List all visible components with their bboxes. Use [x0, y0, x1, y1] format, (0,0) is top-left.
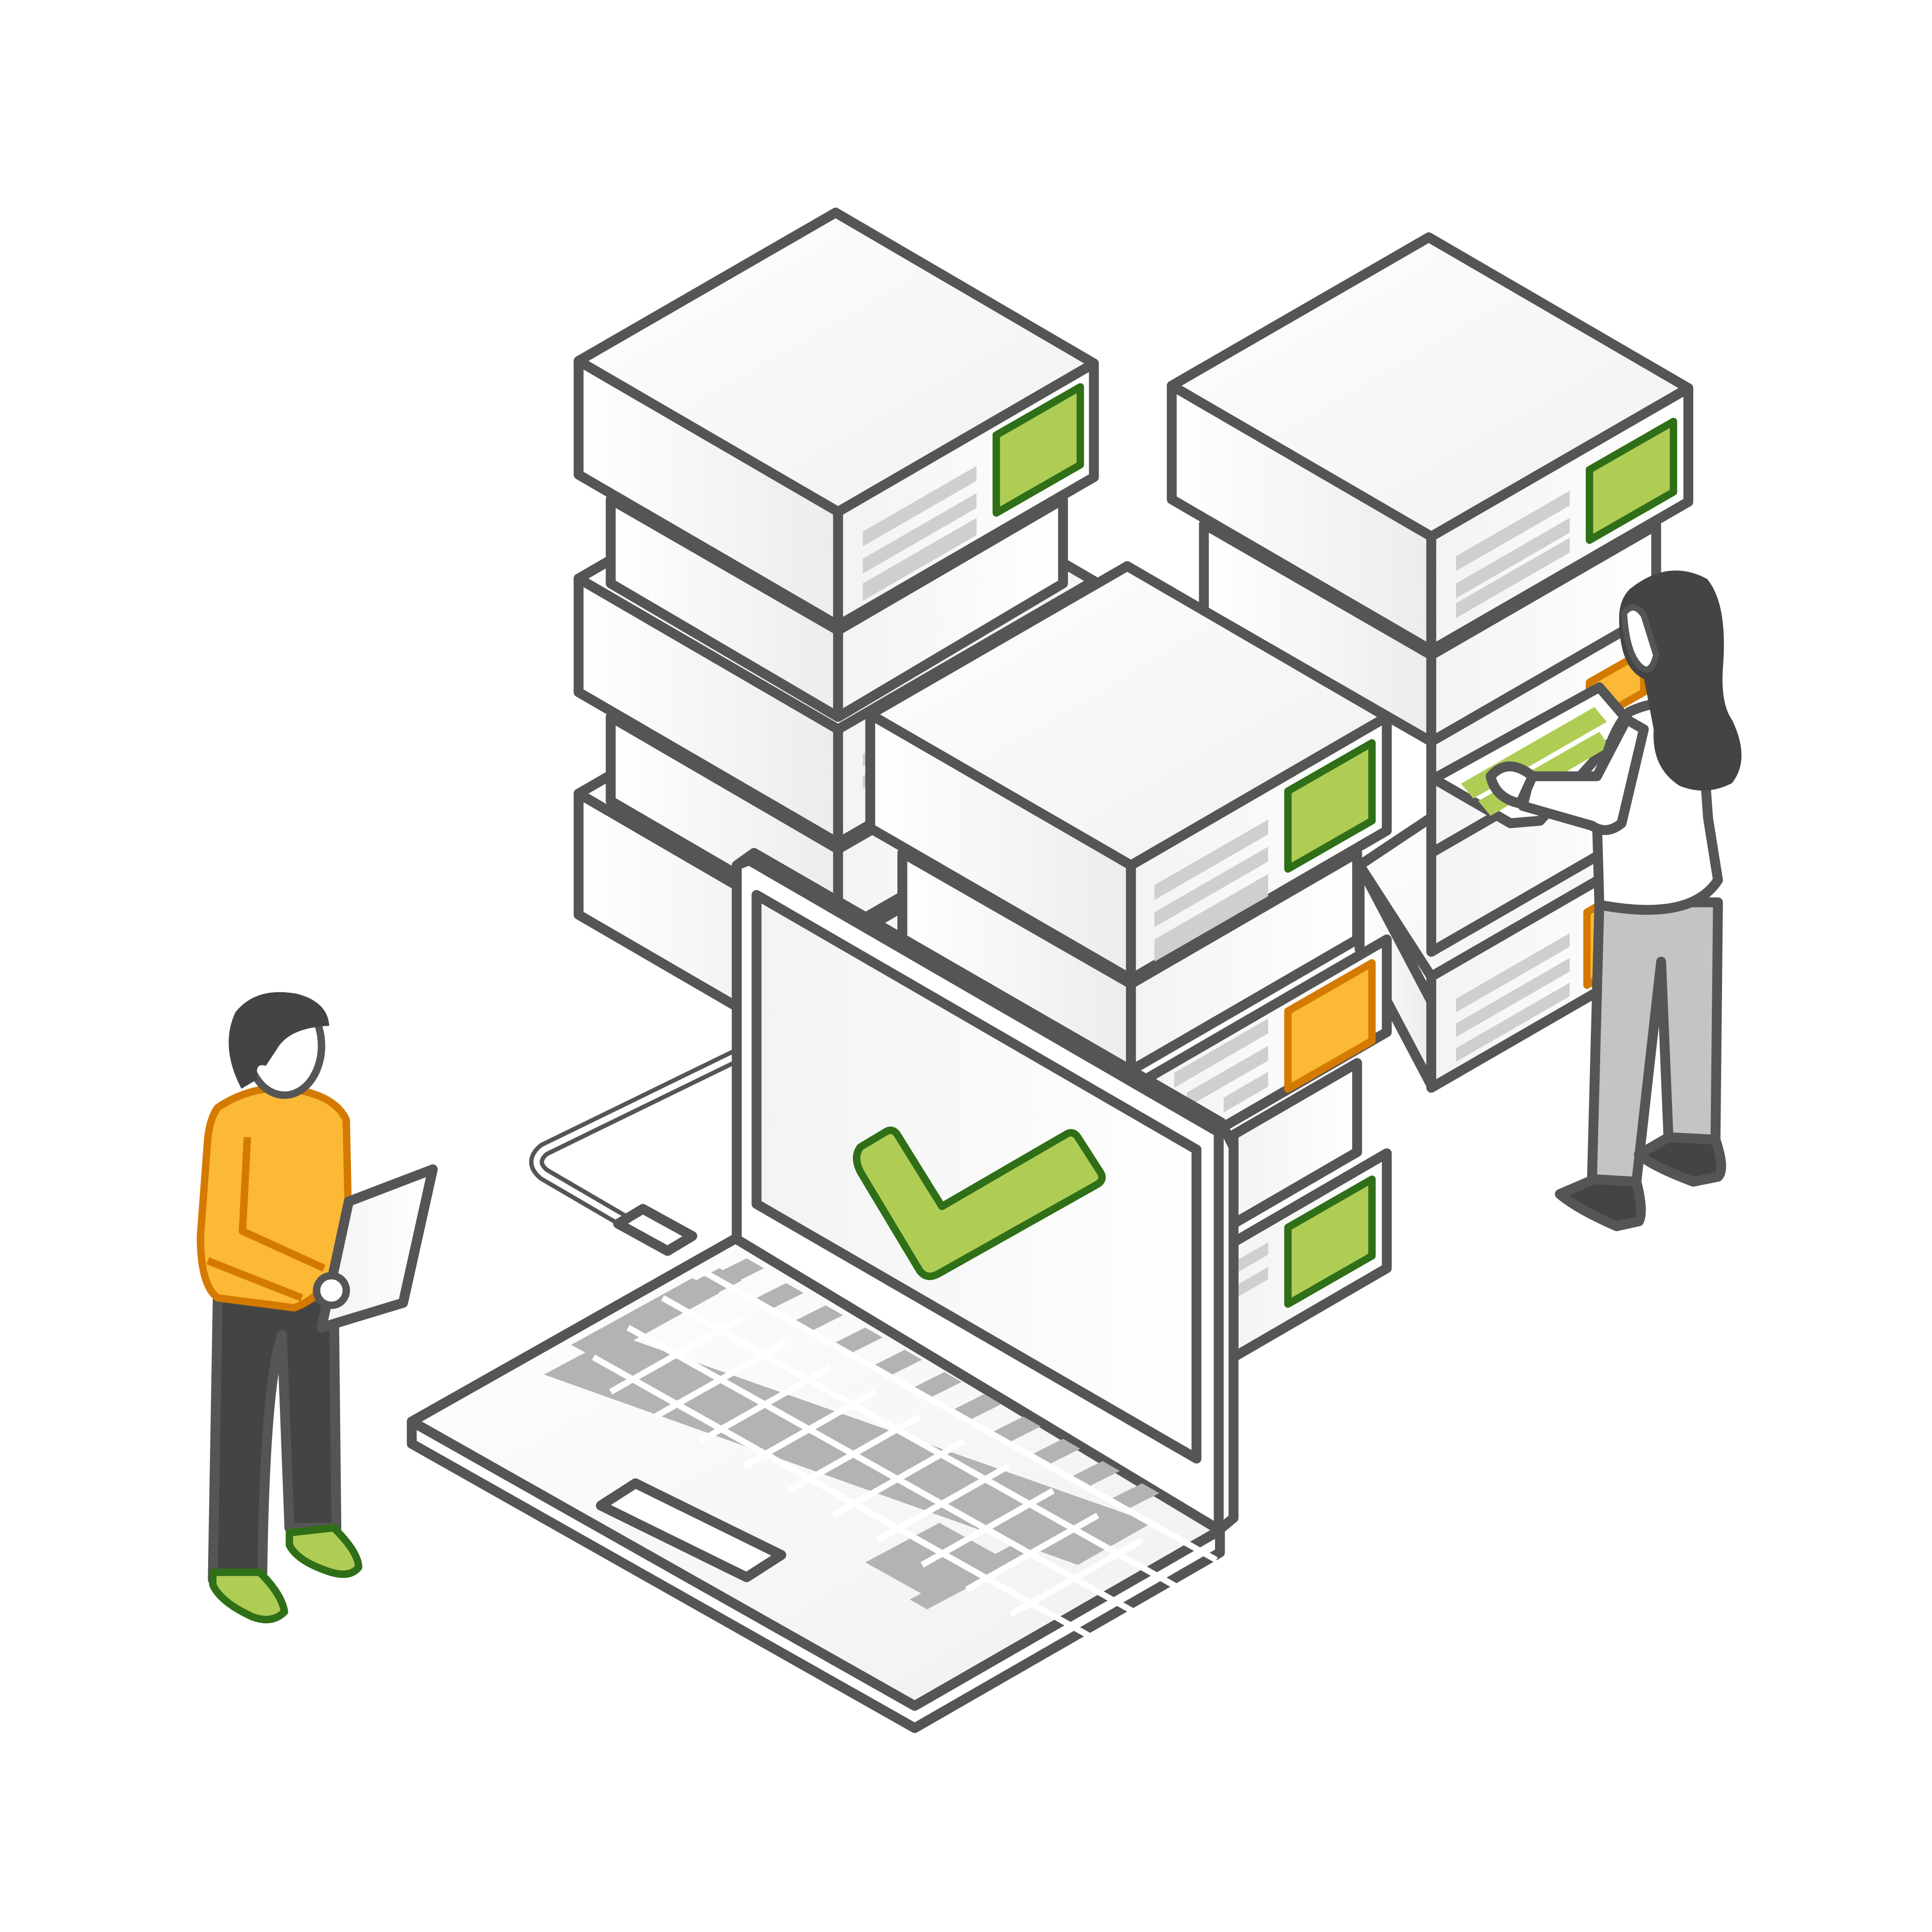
- server-unit-left-top: [573, 207, 1099, 631]
- vent-lines: [1154, 819, 1268, 962]
- server-unit-center-top: [865, 561, 1392, 984]
- vent-lines: [863, 466, 977, 601]
- server-unit-right-top: [1167, 232, 1693, 655]
- trackpad: [596, 1478, 787, 1582]
- woman-arm: [1518, 714, 1649, 835]
- network-cable: [529, 1046, 750, 1256]
- person-man: [197, 992, 438, 1624]
- laptop-base: [407, 1233, 1225, 1733]
- woman-hair: [1619, 570, 1741, 791]
- man-hair: [229, 992, 330, 1089]
- man-shoe-right: [286, 1524, 362, 1578]
- status-led-orange: [1284, 959, 1376, 1093]
- woman-shoe-left: [1555, 1174, 1646, 1231]
- cable-plug: [613, 1204, 698, 1256]
- status-led-green: [1284, 739, 1376, 873]
- man-pants: [208, 1293, 342, 1585]
- checkmark-icon: [853, 1126, 1106, 1280]
- status-led-green: [1586, 418, 1678, 544]
- vent-lines: [1456, 933, 1570, 1062]
- vent-lines: [1236, 1242, 1268, 1298]
- man-shoe-left: [209, 1569, 288, 1624]
- keyboard-key-gaps: [591, 1265, 1218, 1652]
- person-woman: [1429, 570, 1741, 1231]
- woman-shoe-right: [1633, 1132, 1726, 1187]
- status-led-green: [992, 383, 1084, 517]
- status-led-green: [1284, 1175, 1376, 1308]
- laptop: [407, 848, 1239, 1733]
- vent-lines: [1456, 491, 1570, 618]
- laptop-screen: [751, 890, 1201, 1464]
- vent-lines: [1174, 1018, 1268, 1113]
- woman-face: [1621, 604, 1659, 673]
